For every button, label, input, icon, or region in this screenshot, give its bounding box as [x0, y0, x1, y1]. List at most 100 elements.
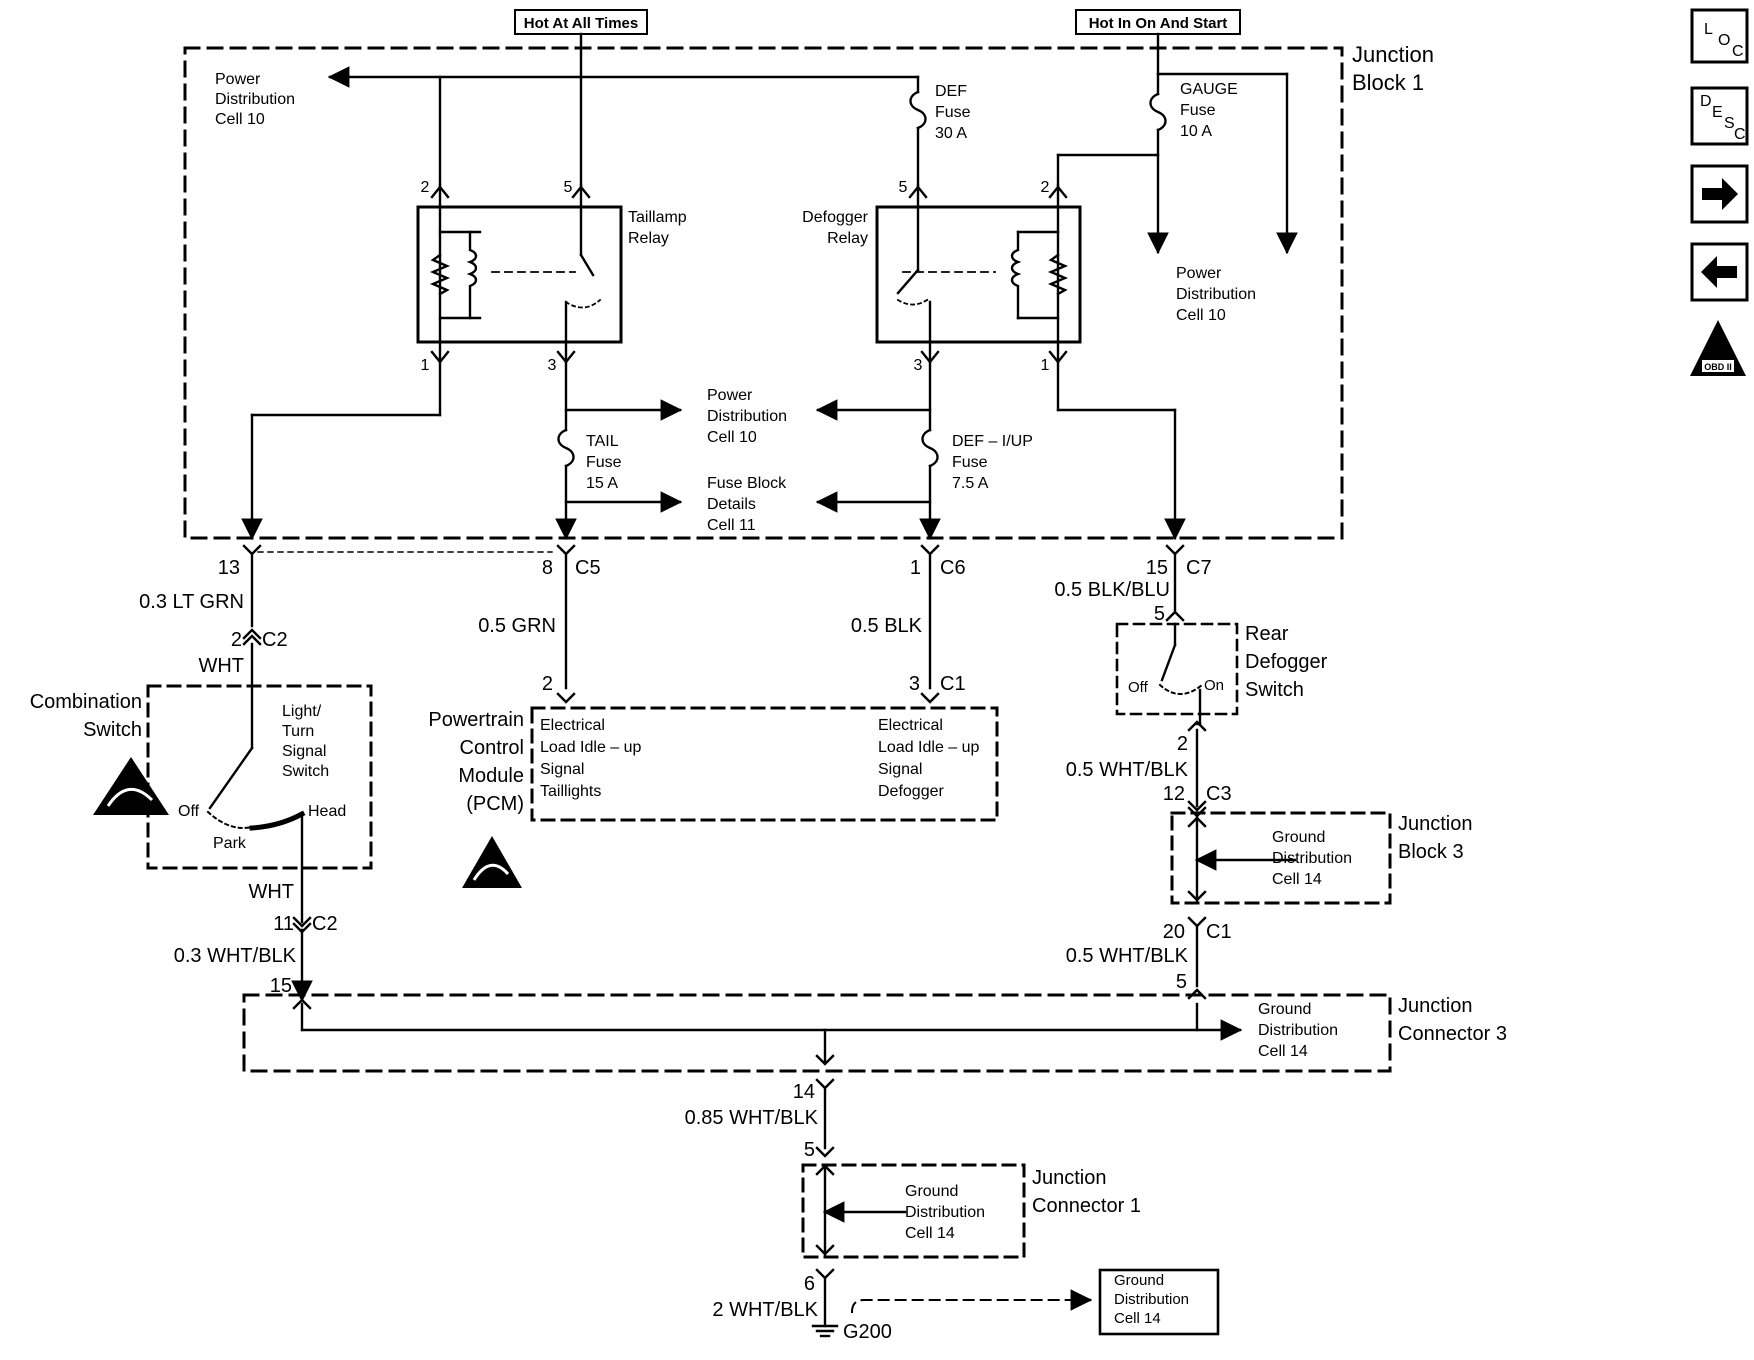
conn-c2-bot: C2: [312, 913, 338, 935]
combination-switch-blade[interactable]: [208, 746, 254, 810]
wire-wht-blk-2: 2 WHT/BLK: [712, 1299, 818, 1321]
wire-lt-grn: 0.3 LT GRN: [139, 591, 244, 613]
wire-wht-blk-085: 0.85 WHT/BLK: [685, 1107, 819, 1129]
conn-rdef-5: 5: [1154, 603, 1165, 625]
defogger-coil: [1010, 230, 1022, 320]
loc-letter: L: [1704, 21, 1713, 38]
conn-pcm-c1: C1: [940, 673, 966, 695]
loc-letter: O: [1718, 32, 1730, 49]
def-fuse-symbol: [909, 90, 927, 130]
conn-jc1-5: 5: [804, 1139, 815, 1161]
combination-switch-head: Head: [308, 803, 346, 820]
wire-wht-blk-05-a: 0.5 WHT/BLK: [1066, 759, 1189, 781]
pin-df-3: 3: [914, 357, 923, 374]
rear-defogger-switch-box: [1115, 622, 1239, 716]
defiup-fuse-symbol: [921, 428, 939, 468]
obd-label: OBD II: [1704, 362, 1732, 372]
wire-wht-bot: WHT: [248, 881, 294, 903]
defogger-relay-box: [875, 205, 1082, 344]
taillamp-relay-box: [416, 205, 623, 344]
desc-letter: S: [1724, 115, 1735, 132]
wire-blk-05: 0.5 BLK: [851, 615, 923, 637]
rear-defogger-switch-off: Off: [1128, 679, 1149, 696]
combination-switch-box: [146, 684, 373, 870]
desc-letter: E: [1712, 104, 1723, 121]
rear-defogger-switch-on: On: [1204, 677, 1224, 694]
conn-c2-bot-pin: 11: [273, 913, 294, 935]
conn-pcm-2: 2: [542, 673, 553, 695]
next-button[interactable]: [1690, 164, 1749, 224]
esd-warning-icon: [93, 757, 169, 815]
conn-jc3-5: 5: [1176, 971, 1187, 993]
desc-button[interactable]: [1690, 86, 1749, 146]
pin-df-5: 5: [899, 179, 908, 196]
loc-letter: C: [1732, 43, 1744, 60]
pin-df-2: 2: [1041, 179, 1050, 196]
pcm-box: [530, 706, 999, 822]
conn-c6-pin: 1: [910, 557, 921, 579]
conn-c3-pin: 12: [1163, 783, 1185, 805]
tail-fuse-symbol: [557, 428, 575, 468]
header-hot-in-on-and-start: Hot In On And Start: [1089, 15, 1228, 32]
conn-c7-pin: 15: [1146, 557, 1168, 579]
conn-c7: C7: [1186, 557, 1212, 579]
junction-block-1-border: [183, 46, 1344, 540]
wire-blk-blu-05: 0.5 BLK/BLU: [1054, 579, 1170, 601]
junction-connector-3-box: [242, 993, 1392, 1073]
desc-letter: C: [1734, 126, 1746, 143]
wire-wht-top: WHT: [198, 655, 244, 677]
arrow-right-icon: [1702, 178, 1738, 210]
back-button[interactable]: [1690, 242, 1749, 302]
conn-jb3-c1-pin: 20: [1163, 921, 1185, 943]
conn-c2-top: C2: [262, 629, 288, 651]
conn-c6: C6: [940, 557, 966, 579]
gauge-fuse-symbol: [1149, 92, 1167, 132]
loc-button[interactable]: [1690, 8, 1749, 64]
conn-c3: C3: [1206, 783, 1232, 805]
conn-rdef-2: 2: [1177, 733, 1188, 755]
conn-jb3-c1: C1: [1206, 921, 1232, 943]
esd-warning-icon-pcm: [462, 836, 522, 888]
rear-defogger-switch-blade[interactable]: [1160, 643, 1177, 682]
junction-block-3-box: [1170, 811, 1392, 905]
combination-switch-park: Park: [213, 835, 247, 852]
pin-tl-1: 1: [421, 357, 430, 374]
conn-c5: C5: [575, 557, 601, 579]
taillamp-resistor: [429, 253, 451, 296]
conn-13: 13: [218, 557, 240, 579]
wire-wht-blk-03: 0.3 WHT/BLK: [174, 945, 297, 967]
conn-jc1-6: 6: [804, 1273, 815, 1295]
wire-grn-05: 0.5 GRN: [478, 615, 556, 637]
pin-tl-5: 5: [564, 179, 573, 196]
junction-connector-1-box: [801, 1163, 1026, 1259]
ground-g200-label: G200: [843, 1321, 892, 1343]
pin-tl-2: 2: [421, 179, 430, 196]
conn-jc3-14: 14: [793, 1081, 815, 1103]
combination-switch-off: Off: [178, 803, 200, 820]
header-hot-at-all-times: Hot At All Times: [524, 15, 638, 32]
ground-g200-symbol: [811, 1324, 839, 1338]
